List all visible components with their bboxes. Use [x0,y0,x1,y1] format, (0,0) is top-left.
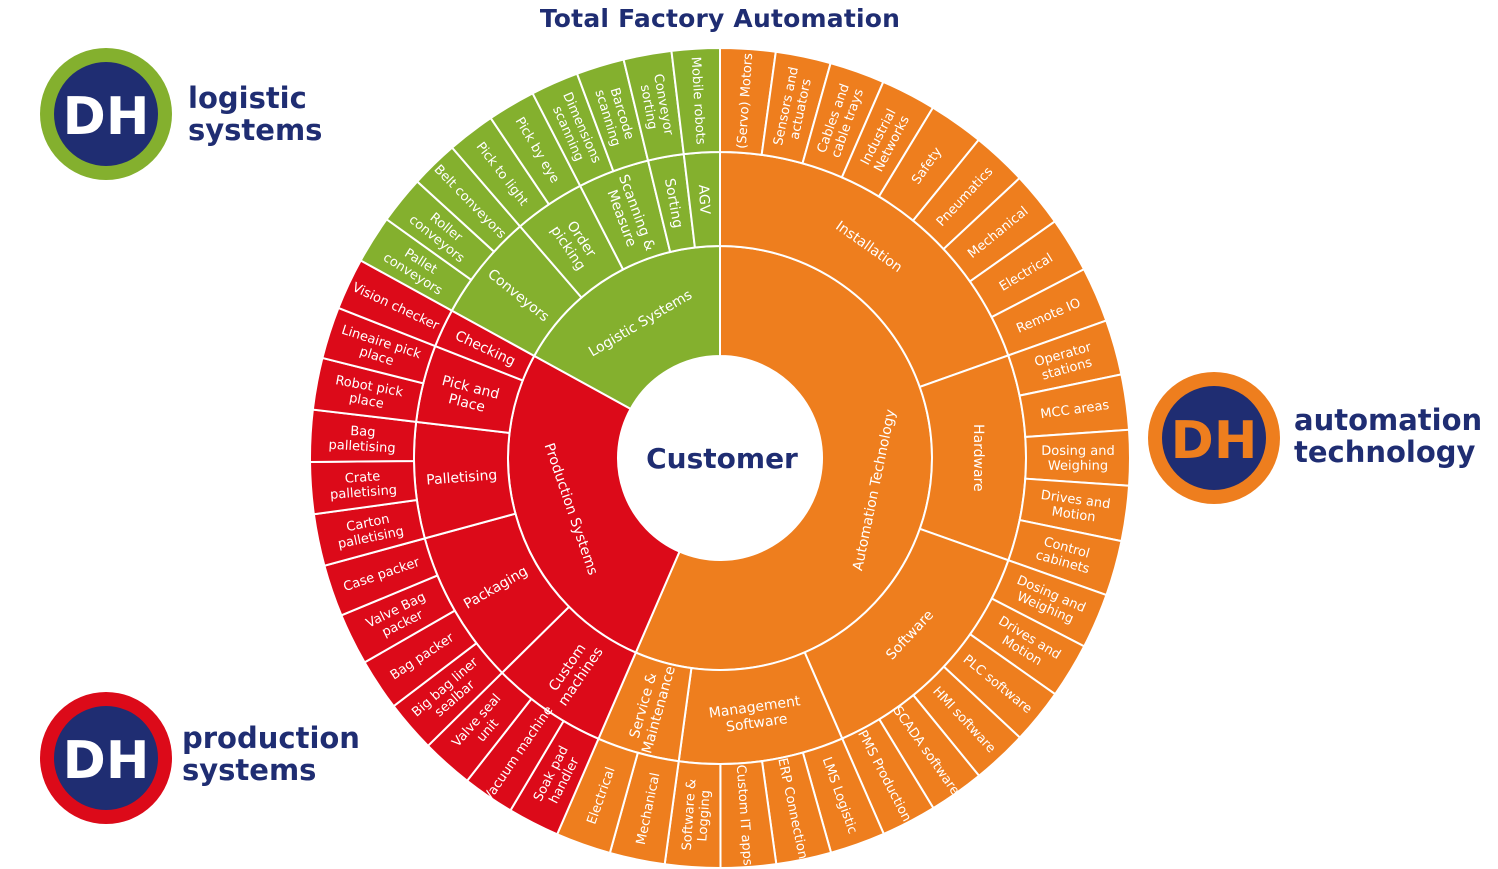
brand-line-1: production [182,721,360,755]
dh-logo-icon: DH [1148,372,1280,504]
ring3-label-software-logging: Software &Logging [680,779,715,852]
ring3-label-servo-motors: (Servo) Motors [735,52,757,149]
ring3-label-mobile-robots: Mobile robots [688,56,708,145]
center-disc [618,356,822,560]
brand-automation: DH automation technology [1144,368,1484,508]
dh-logo-icon: DH [40,48,172,180]
dh-logo-icon: DH [40,692,172,824]
brand-logo-text: DH [63,87,150,147]
brand-logo-text: DH [1171,411,1258,471]
brand-line-1: logistic [188,81,307,115]
brand-line-2: systems [188,113,323,147]
ring2-label-hardware: Hardware [970,424,986,492]
ring3-label-drives-and-motion: Drives andMotion [1038,488,1111,527]
ring3-label-custom-it-apps: Custom IT apps [733,764,755,866]
ring2-label-palletising: Palletising [426,467,498,488]
brand-line-2: systems [182,753,317,787]
brand-production: DH production systems [36,688,360,828]
brand-line-1: automation [1294,403,1483,437]
brand-logo-text: DH [63,731,150,791]
brand-line-2: technology [1294,435,1476,469]
ring3-label-bag-palletising: Bagpalletising [328,423,397,457]
ring3-mobile-robots [670,46,721,156]
ring3-label-sensors-and-actuators: Sensors andactuators [771,66,817,150]
ring2-label-agv: AGV [695,184,713,215]
page-title: Total Factory Automation [539,4,901,33]
ring3-label-crate-palletising: Cratepalletising [329,468,398,503]
ring3-label-conveyor-sorting: Conveyorsorting [635,73,676,140]
center-label: Customer [646,442,798,475]
brand-logistic: DH logistic systems [36,44,336,184]
